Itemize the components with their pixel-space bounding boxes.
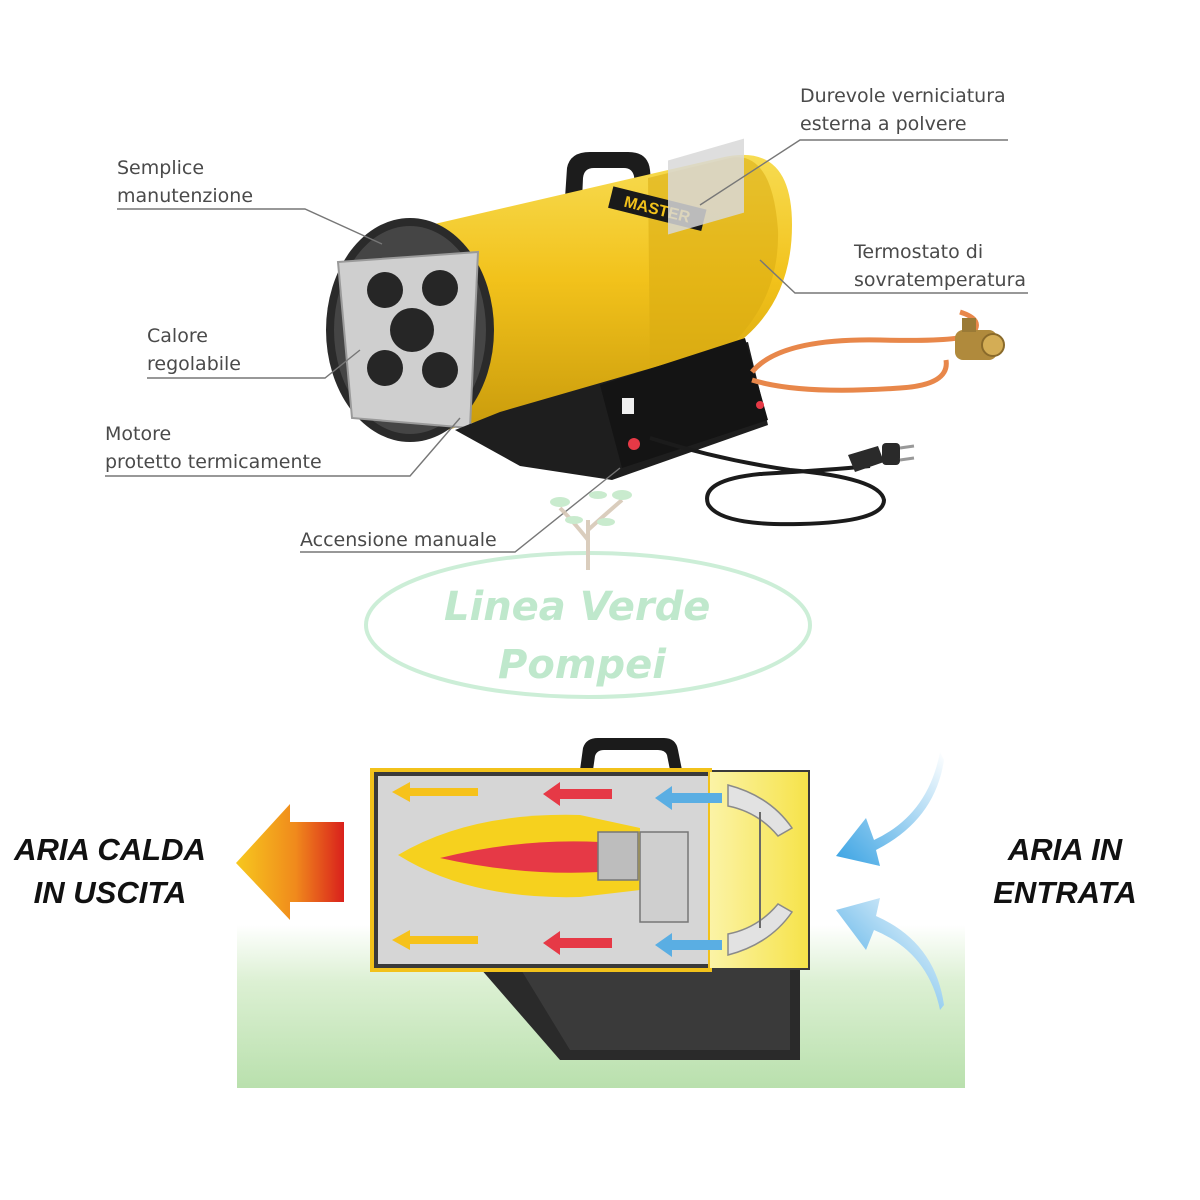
info-label: [668, 138, 744, 235]
watermark-line1: Linea Verde: [444, 584, 711, 630]
red-arrow: [543, 931, 612, 955]
watermark-tree-trunk: [558, 498, 624, 570]
callout-heat: Calore regolabile: [147, 322, 241, 378]
hot-air-label-line1: ARIA CALDA: [14, 832, 206, 867]
blue-arrow: [655, 933, 722, 957]
callout-motor-line1: Motore: [105, 423, 172, 445]
power-switch: [622, 398, 634, 414]
internal-cold-arrows: [655, 786, 722, 957]
diagram-handle: [580, 738, 682, 770]
gas-hose: [750, 309, 979, 393]
burner-housing: [639, 831, 689, 923]
callout-thermostat: Termostato di sovratemperatura: [854, 238, 1026, 294]
callout-paint-line2: esterna a polvere: [800, 113, 967, 135]
grille-hole: [390, 308, 434, 352]
control-panel: [600, 338, 768, 468]
grille-hole: [422, 270, 458, 306]
callout-maintenance-line1: Semplice: [117, 157, 205, 179]
fan-blade: [727, 903, 794, 956]
power-plug: [848, 443, 915, 472]
cold-air-label-line2: ENTRATA: [993, 875, 1137, 910]
grille-hole: [367, 350, 403, 386]
fan-blade: [727, 784, 794, 837]
watermark-line2: Pompei: [498, 642, 666, 688]
cold-air-inlet-arrow: [836, 898, 944, 1010]
cold-air-label-line1: ARIA IN: [1007, 832, 1123, 867]
cold-air-label: ARIA IN ENTRATA: [970, 828, 1160, 914]
internal-hot-arrows: [392, 782, 612, 955]
callout-thermostat-line1: Termostato di: [854, 241, 984, 263]
grille-hole: [367, 272, 403, 308]
cold-air-inlet-arrow: [836, 752, 944, 866]
ignition-knob: [628, 438, 640, 450]
callout-maintenance-line2: manutenzione: [117, 185, 254, 207]
yellow-arrow: [392, 782, 478, 802]
power-cable: [649, 436, 887, 527]
hot-air-exit-arrow: [236, 804, 344, 920]
callout-motor-line2: protetto termicamente: [105, 451, 322, 473]
blue-arrow: [655, 786, 722, 810]
hot-air-label: ARIA CALDA IN USCITA: [10, 828, 210, 914]
callout-thermostat-line2: sovratemperatura: [854, 269, 1027, 291]
callout-ignition: Accensione manuale: [300, 529, 497, 551]
hot-air-label-line2: IN USCITA: [33, 875, 187, 910]
callout-paint-line1: Durevole verniciatura: [800, 85, 1006, 107]
gas-regulator: [955, 318, 1005, 360]
callout-maintenance: Semplice manutenzione: [117, 154, 253, 210]
callout-motor: Motore protetto termicamente: [105, 420, 322, 476]
yellow-arrow: [392, 930, 478, 950]
carry-handle: [565, 152, 652, 200]
callout-paint: Durevole verniciatura esterna a polvere: [800, 82, 1006, 138]
watermark-logo: [364, 490, 812, 699]
callout-lines: [105, 139, 1028, 553]
callout-heat-line2: regolabile: [147, 353, 241, 375]
grille-hole: [422, 352, 458, 388]
red-arrow: [543, 782, 612, 806]
callout-heat-line1: Calore: [147, 325, 208, 347]
flame-inner: [440, 841, 630, 873]
burner-grid: [597, 831, 639, 881]
